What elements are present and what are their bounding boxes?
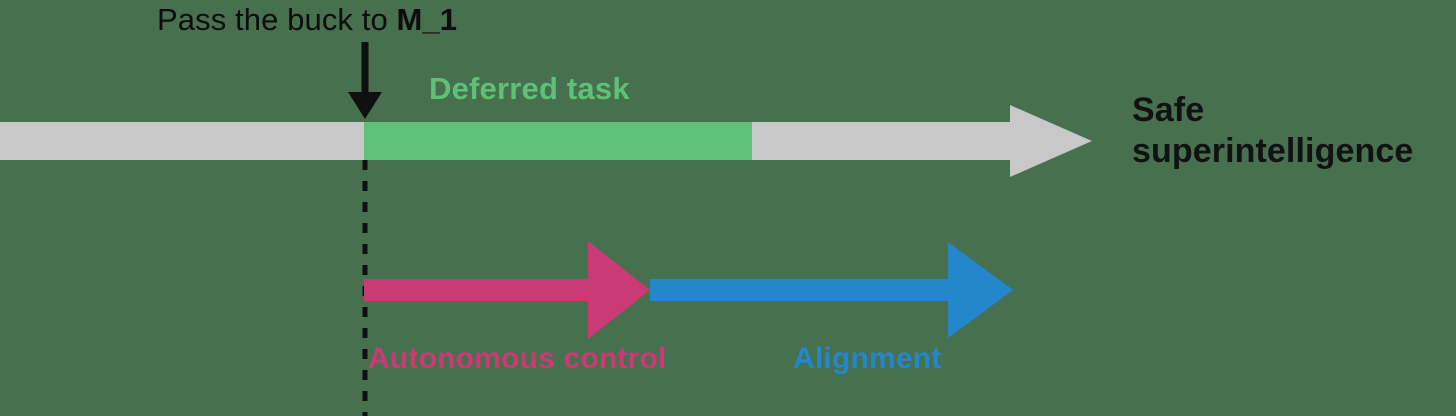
autonomous-control-label: Autonomous control (368, 342, 667, 375)
deferred-task-segment (364, 122, 752, 160)
pass-the-buck-label: Pass the buck to M_1 (157, 1, 457, 39)
deferred-task-label: Deferred task (429, 71, 630, 106)
alignment-label: Alignment (793, 342, 942, 375)
safe-superintelligence-label: Safe superintelligence (1132, 90, 1413, 172)
pass-the-buck-model: M_1 (396, 2, 458, 37)
pass-the-buck-prefix: Pass the buck to (157, 2, 397, 37)
safe-superintelligence-line1: Safe (1132, 91, 1205, 129)
autonomous-control-arrow (364, 241, 650, 339)
alignment-arrow (650, 242, 1013, 338)
safe-superintelligence-line2: superintelligence (1132, 132, 1414, 170)
arrow-down-icon (348, 42, 382, 119)
